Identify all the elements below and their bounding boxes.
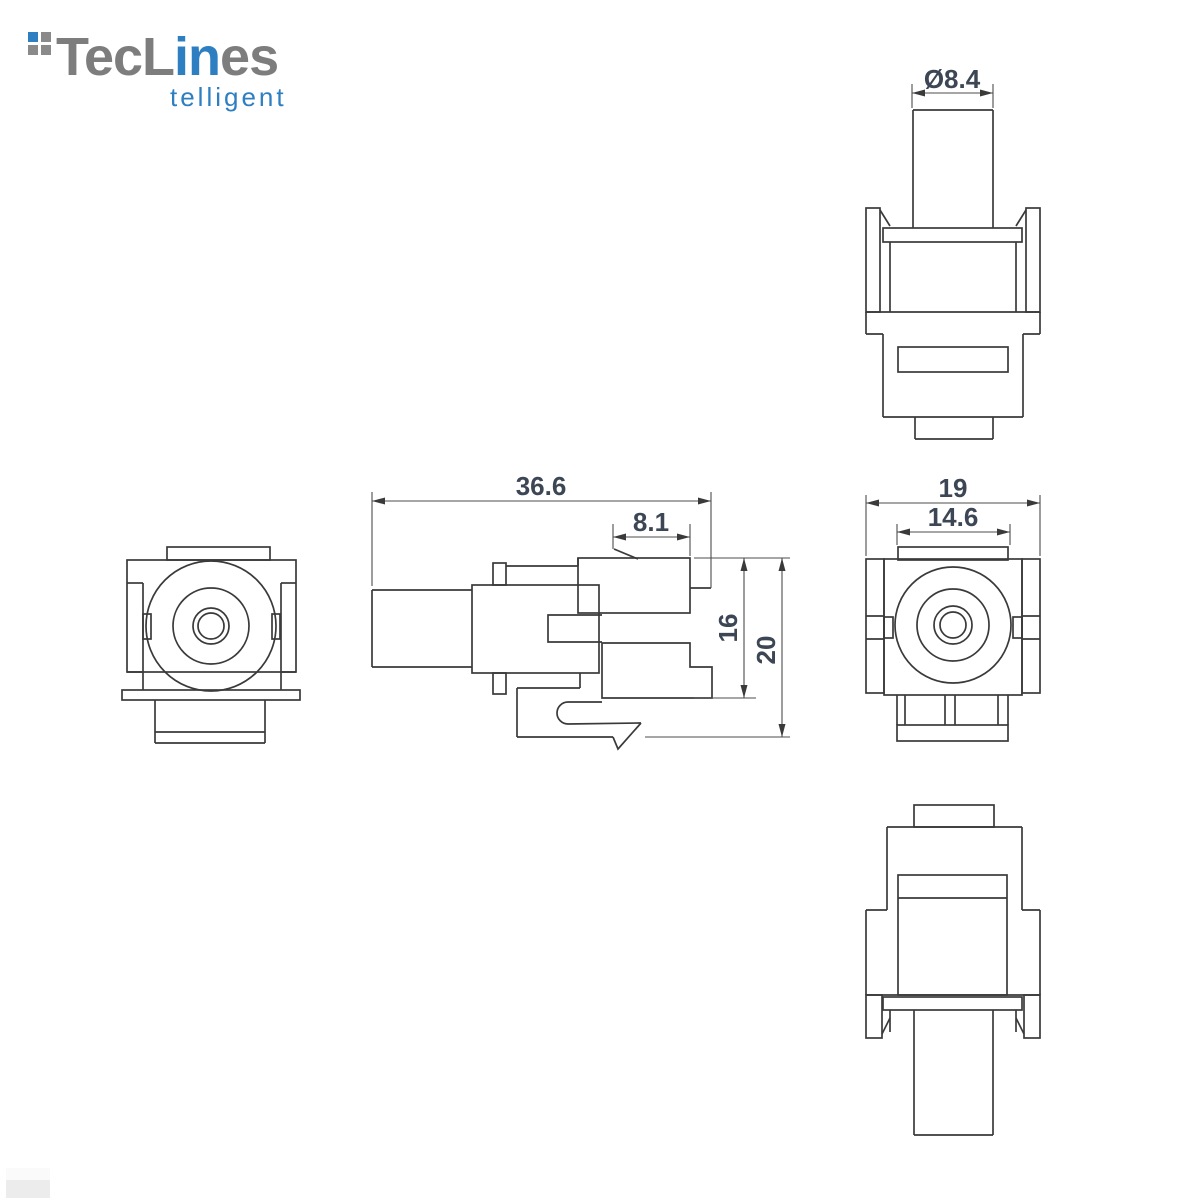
dim-total-height: 20 (751, 636, 781, 665)
brand-text: TecLines (56, 27, 279, 87)
view-rear (121, 546, 301, 744)
logo-square-gray (28, 45, 38, 55)
dim-body-height: 16 (713, 614, 743, 643)
logo-square-gray (41, 32, 51, 42)
dim-total-length: 36.6 (516, 471, 567, 501)
watermark (6, 1168, 50, 1198)
dim-nose-width: 14.6 (928, 502, 979, 532)
brand-segment: es (220, 27, 279, 87)
dim-barrel-diameter: Ø8.4 (924, 64, 981, 94)
dim-latch-length: 8.1 (633, 507, 669, 537)
view-top (865, 109, 1041, 440)
logo-squares-icon (28, 32, 54, 58)
view-side (371, 548, 713, 751)
view-bottom (865, 804, 1041, 1136)
dimension-annotations: 36.6 8.1 16 20 (371, 64, 1041, 738)
brand-segment: in (174, 27, 221, 87)
brand-segment: TecL (56, 27, 175, 87)
logo-square-blue (28, 32, 38, 42)
brand-tagline: telligent (170, 82, 287, 112)
teclines-logo: TecLines telligent (28, 27, 298, 112)
logo-square-gray (41, 45, 51, 55)
dim-body-width: 19 (939, 473, 968, 503)
view-front (865, 546, 1041, 742)
